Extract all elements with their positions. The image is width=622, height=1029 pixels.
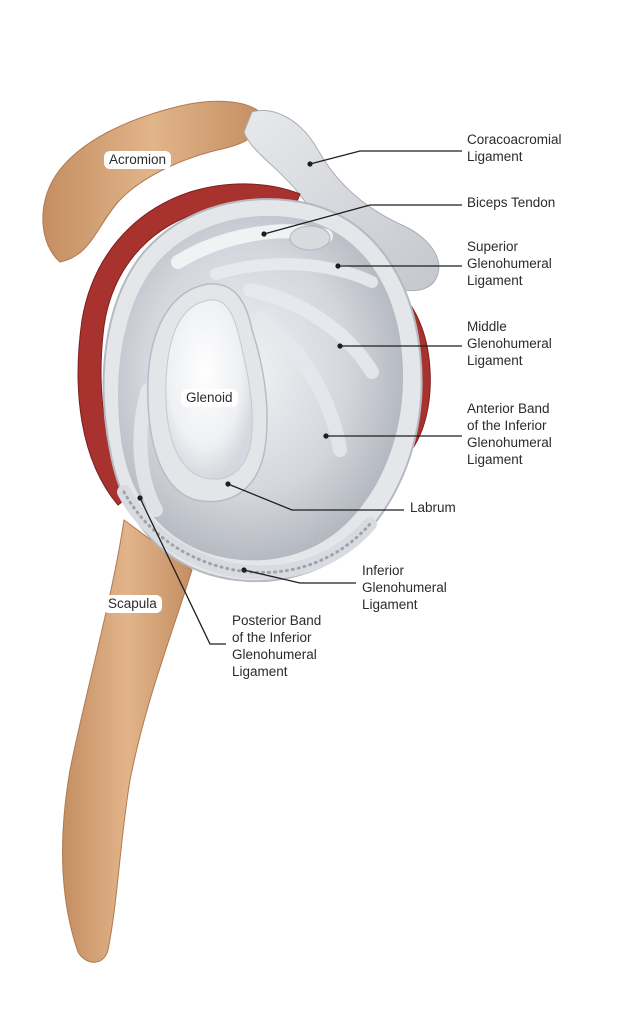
label-superior-glenohumeral-ligament: Superior Glenohumeral Ligament	[467, 239, 552, 288]
label-labrum: Labrum	[410, 500, 456, 515]
superior-glenohumeral-band	[210, 258, 378, 288]
middle-glenohumeral-band	[243, 283, 379, 379]
anterior-band-inferior-glenohumeral	[255, 311, 347, 457]
label-inferior-glenohumeral-ligament: Inferior Glenohumeral Ligament	[362, 563, 447, 612]
leader-labrum	[227, 483, 404, 511]
label-scapula: Scapula	[103, 595, 162, 613]
leader-dots	[137, 161, 343, 573]
label-middle-glenohumeral-ligament: Middle Glenohumeral Ligament	[467, 319, 552, 368]
posterior-band-inferior-glenohumeral	[133, 383, 163, 517]
label-biceps-tendon: Biceps Tendon	[467, 195, 556, 210]
label-glenoid: Glenoid	[181, 389, 238, 407]
leader-biceps	[263, 204, 462, 235]
biceps-tendon-stump	[289, 225, 331, 251]
label-coracoacromial-ligament: Coracoacromial Ligament	[467, 132, 562, 164]
coracoacromial-ligament	[243, 110, 440, 292]
label-anterior-band-inferior-glenohumeral-ligament: Anterior Band of the Inferior Glenohumer…	[467, 401, 552, 467]
leader-inferior	[243, 569, 356, 584]
muscle-cuff-posterior	[77, 183, 301, 506]
leader-coracoacromial	[309, 150, 462, 165]
leader-lines	[139, 150, 462, 645]
label-acromion: Acromion	[104, 151, 172, 169]
scapula-bone	[61, 519, 193, 963]
leader-posterior-band	[139, 497, 226, 645]
label-posterior-band-inferior-glenohumeral-ligament: Posterior Band of the Inferior Glenohume…	[232, 613, 322, 679]
acromion-bone	[42, 100, 264, 263]
